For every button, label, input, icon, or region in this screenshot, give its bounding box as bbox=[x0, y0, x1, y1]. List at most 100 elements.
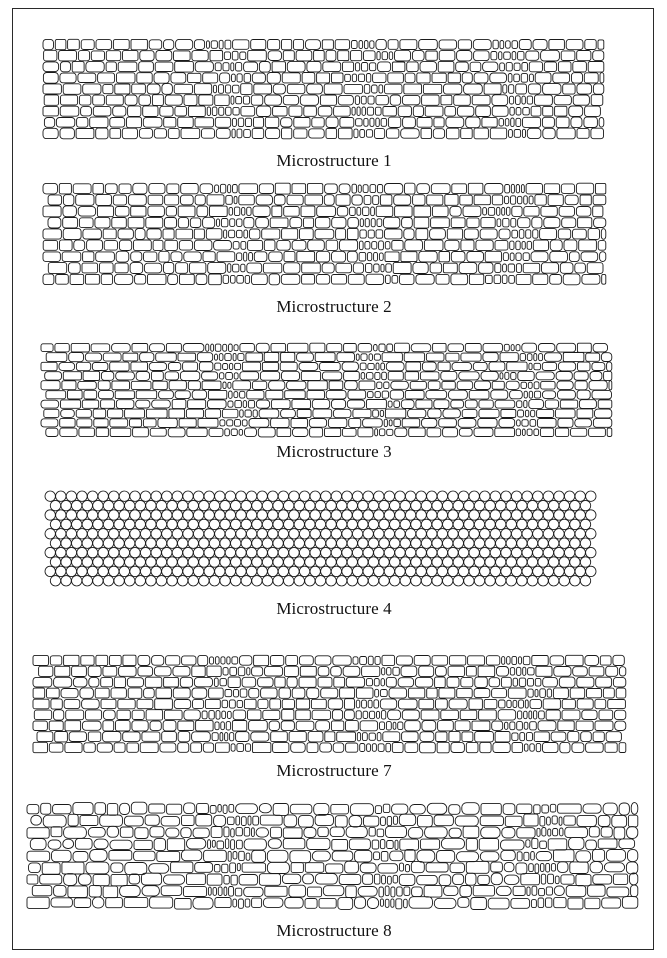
grain bbox=[512, 743, 523, 753]
grain bbox=[56, 118, 74, 128]
grain bbox=[151, 491, 161, 501]
grain bbox=[262, 519, 272, 529]
grain bbox=[193, 699, 204, 708]
grain bbox=[472, 721, 490, 730]
grain bbox=[507, 657, 511, 665]
grain bbox=[292, 184, 306, 194]
grain bbox=[527, 128, 541, 138]
grain bbox=[517, 420, 521, 426]
grain bbox=[396, 656, 412, 665]
grain bbox=[82, 538, 92, 548]
grain bbox=[184, 252, 201, 262]
grain bbox=[416, 529, 426, 539]
grain bbox=[289, 510, 299, 520]
grain bbox=[228, 264, 231, 273]
grain bbox=[306, 40, 321, 50]
grain bbox=[385, 886, 389, 896]
grain bbox=[488, 207, 494, 215]
grain bbox=[115, 263, 128, 273]
grain bbox=[305, 863, 324, 873]
grain bbox=[27, 828, 49, 839]
microstructure-8-drawing bbox=[13, 799, 655, 923]
grain bbox=[63, 195, 74, 206]
grain bbox=[136, 391, 157, 399]
grain bbox=[340, 688, 355, 698]
grain bbox=[522, 241, 525, 249]
grain bbox=[44, 118, 54, 128]
grain bbox=[301, 206, 315, 217]
grain bbox=[117, 710, 130, 719]
grain bbox=[259, 409, 279, 418]
grain bbox=[265, 667, 283, 676]
grain bbox=[527, 576, 537, 586]
grain bbox=[361, 373, 365, 380]
grain bbox=[55, 732, 68, 742]
grain bbox=[167, 184, 179, 194]
grain bbox=[84, 743, 96, 753]
grain bbox=[354, 129, 358, 138]
grain bbox=[506, 381, 519, 389]
grain bbox=[598, 839, 617, 848]
grain bbox=[492, 95, 508, 106]
grain bbox=[454, 95, 471, 105]
grain bbox=[550, 240, 562, 251]
grain bbox=[612, 815, 627, 827]
grain bbox=[433, 343, 447, 352]
grain bbox=[491, 873, 502, 885]
grain bbox=[178, 117, 194, 127]
grain bbox=[83, 229, 102, 239]
grain bbox=[598, 40, 604, 49]
grain bbox=[299, 566, 309, 576]
grain bbox=[548, 829, 551, 836]
grain bbox=[194, 678, 212, 687]
grain bbox=[214, 865, 220, 872]
grain bbox=[375, 392, 380, 398]
grain bbox=[380, 699, 396, 709]
grain bbox=[71, 343, 89, 352]
grain bbox=[181, 128, 200, 138]
grain bbox=[527, 241, 531, 249]
grain bbox=[82, 557, 92, 567]
grain bbox=[236, 529, 246, 539]
grain bbox=[344, 84, 363, 93]
grain bbox=[321, 566, 331, 576]
grain bbox=[145, 815, 159, 825]
grain bbox=[393, 875, 398, 883]
grain bbox=[359, 241, 363, 250]
grain bbox=[364, 85, 370, 94]
grain bbox=[593, 732, 604, 742]
grain bbox=[91, 51, 104, 61]
grain bbox=[61, 689, 78, 698]
grain bbox=[543, 566, 553, 576]
grain bbox=[162, 566, 172, 576]
grain bbox=[93, 183, 104, 194]
grain bbox=[260, 372, 279, 381]
grain bbox=[245, 899, 250, 907]
grain bbox=[564, 510, 574, 520]
grain bbox=[196, 274, 207, 284]
grain bbox=[246, 529, 256, 539]
grain bbox=[447, 677, 459, 687]
grain bbox=[307, 84, 323, 94]
grain bbox=[516, 274, 531, 284]
grain bbox=[320, 743, 332, 752]
grain bbox=[107, 826, 118, 837]
grain bbox=[119, 547, 129, 557]
grain bbox=[304, 218, 314, 228]
grain bbox=[351, 51, 362, 61]
grain bbox=[93, 557, 103, 567]
grain bbox=[366, 274, 384, 284]
grain bbox=[575, 547, 585, 557]
grain bbox=[103, 576, 113, 586]
grain bbox=[162, 547, 172, 557]
grain bbox=[486, 656, 499, 665]
grain bbox=[202, 381, 221, 389]
grain bbox=[220, 679, 226, 686]
grain bbox=[269, 381, 285, 390]
grain bbox=[305, 538, 315, 548]
grain bbox=[368, 500, 378, 510]
grain bbox=[194, 40, 204, 50]
grain bbox=[527, 538, 537, 548]
grain bbox=[56, 510, 66, 520]
grain bbox=[162, 732, 177, 742]
